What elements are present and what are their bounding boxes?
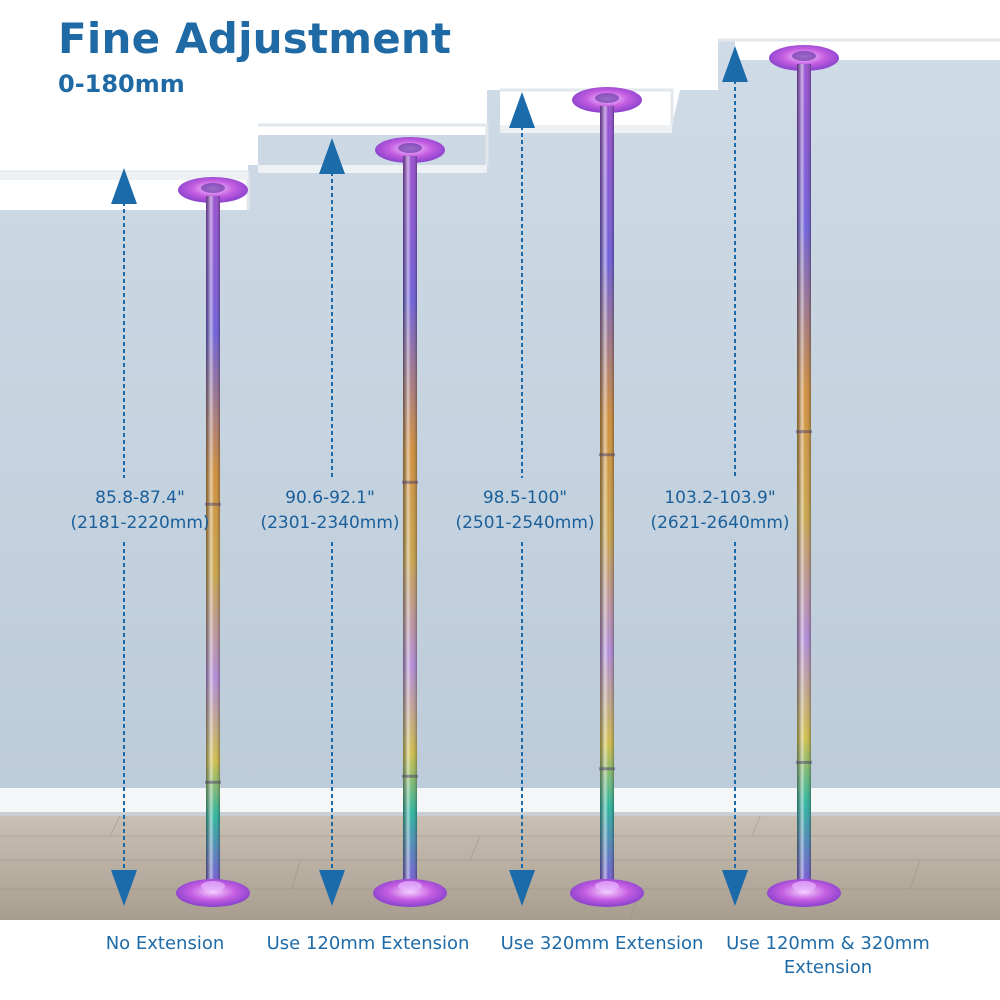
pole-4-base	[767, 879, 841, 907]
page-title: Fine Adjustment	[58, 14, 452, 63]
pole-1-height-mm: (2181-2220mm)	[70, 513, 210, 533]
pole-3-height-label: 98.5-100" (2501-2540mm)	[425, 486, 625, 536]
pole-4-height-mm: (2621-2640mm)	[650, 513, 790, 533]
pole-3	[570, 87, 644, 907]
pole-4	[767, 45, 841, 907]
pole-4-height-label: 103.2-103.9" (2621-2640mm)	[620, 486, 820, 536]
pole-1-caption: No Extension	[105, 933, 225, 954]
pole-1-height-label: 85.8-87.4" (2181-2220mm)	[40, 486, 240, 536]
pole-3-base	[570, 879, 644, 907]
pole-4-caption: Use 120mm & 320mm Extension	[726, 933, 930, 978]
pole-1-height-inches: 85.8-87.4"	[95, 488, 185, 508]
pole-1-height-arrow	[111, 168, 137, 906]
page-subtitle: 0-180mm	[58, 70, 185, 98]
pole-2-height-mm: (2301-2340mm)	[260, 513, 400, 533]
pole-1	[176, 177, 250, 907]
pole-2-height-inches: 90.6-92.1"	[285, 488, 375, 508]
pole-2-height-label: 90.6-92.1" (2301-2340mm)	[230, 486, 430, 536]
pole-1-base	[176, 879, 250, 907]
pole-2-height-arrow	[319, 138, 345, 906]
pole-3-caption: Use 320mm Extension	[500, 933, 704, 954]
pole-4-height-arrow	[722, 46, 748, 906]
pole-3-height-mm: (2501-2540mm)	[455, 513, 595, 533]
pole-3-height-arrow	[509, 92, 535, 906]
pole-4-height-inches: 103.2-103.9"	[664, 488, 776, 508]
pole-2	[373, 137, 447, 907]
pole-2-base	[373, 879, 447, 907]
pole-3-height-inches: 98.5-100"	[482, 488, 568, 508]
pole-2-caption: Use 120mm Extension	[266, 933, 470, 954]
